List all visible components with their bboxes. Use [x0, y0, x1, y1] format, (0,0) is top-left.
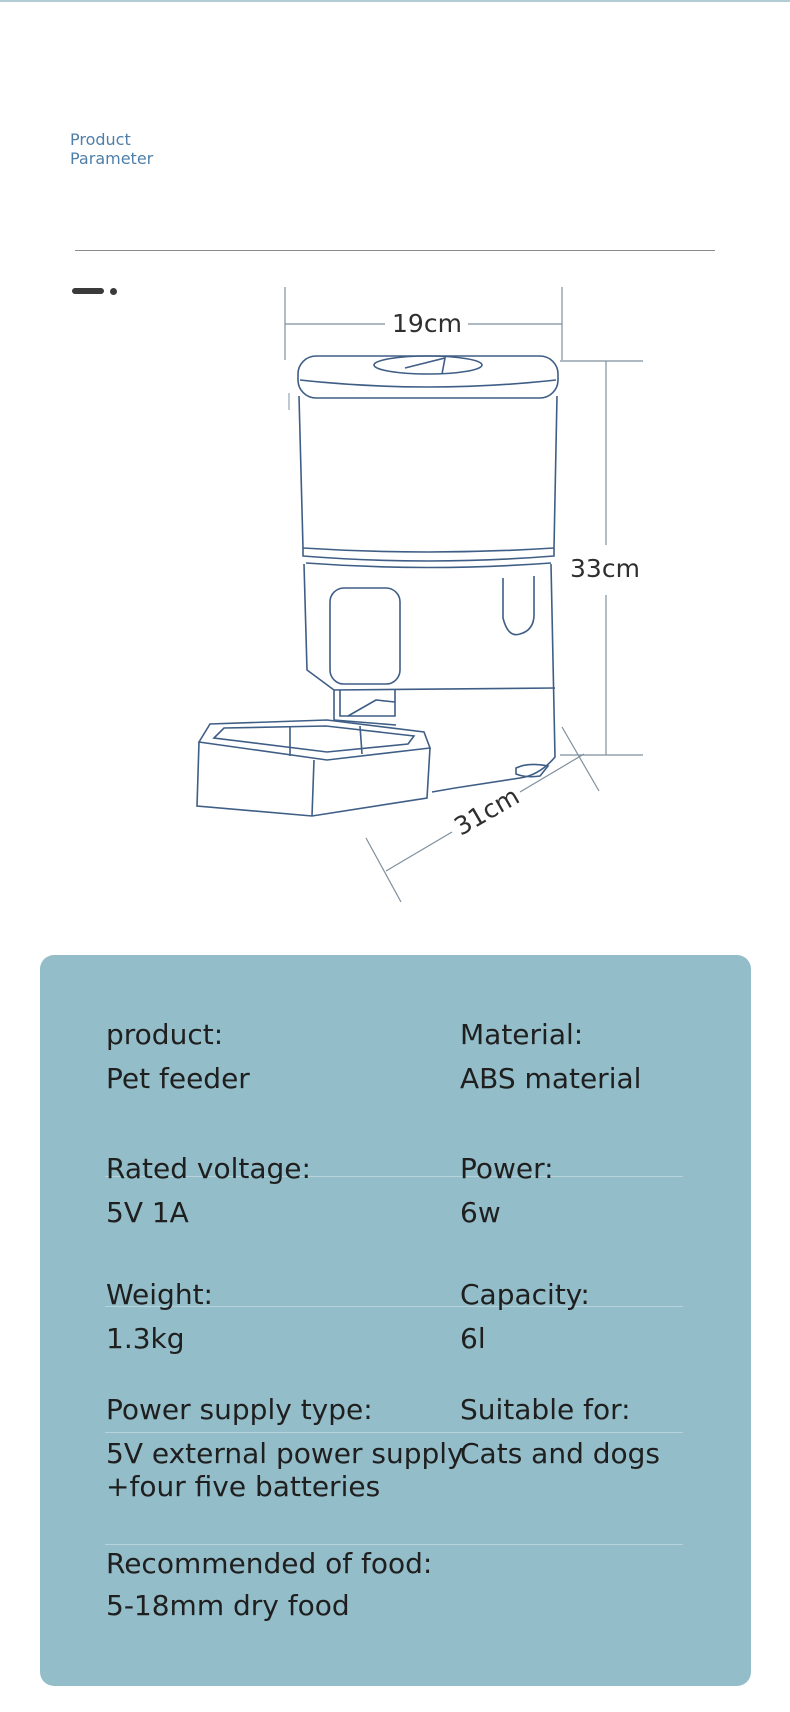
parameter-panel: product: Pet feeder Material: ABS materi… — [40, 955, 751, 1686]
row-separator — [105, 1432, 683, 1433]
decorative-dash — [72, 288, 104, 294]
param-weight: Weight: 1.3kg — [106, 1278, 213, 1355]
param-value: Cats and dogs — [460, 1437, 661, 1470]
param-value: 5-18mm dry food — [106, 1589, 350, 1622]
width-dimension-label: 19cm — [392, 309, 462, 338]
param-label: Suitable for: — [460, 1393, 631, 1426]
section-title-line2: Parameter — [70, 149, 154, 168]
param-recommended-food: Recommended of food: 5-18mm dry food — [106, 1547, 432, 1622]
section-title: Product Parameter — [70, 130, 153, 168]
row-separator — [105, 1544, 683, 1545]
param-value: 5V 1A — [106, 1196, 189, 1229]
feeder-outline — [196, 355, 559, 817]
param-label: Weight: — [106, 1278, 213, 1311]
param-label: product: — [106, 1018, 224, 1051]
param-label: Power: — [460, 1152, 554, 1185]
param-value: 1.3kg — [106, 1322, 185, 1355]
row-separator — [105, 1306, 683, 1307]
param-product: product: Pet feeder — [106, 1018, 250, 1095]
param-value: 6l — [460, 1322, 486, 1355]
param-label: Rated voltage: — [106, 1152, 311, 1185]
param-capacity: Capacity: 6l — [460, 1278, 590, 1355]
depth-dimension-label: 31cm — [449, 781, 524, 841]
section-divider — [75, 250, 715, 251]
param-value: Pet feeder — [106, 1062, 250, 1095]
decorative-dot — [110, 288, 117, 295]
top-rule — [0, 0, 790, 2]
dimension-lines — [284, 287, 643, 903]
param-label: Power supply type: — [106, 1393, 373, 1426]
height-dimension-label: 33cm — [570, 554, 640, 583]
param-label: Recommended of food: — [106, 1547, 433, 1580]
section-title-line1: Product — [70, 130, 131, 149]
param-value-line2: +four five batteries — [106, 1470, 381, 1503]
param-row-product-material: product: Pet feeder Material: ABS materi… — [105, 1018, 683, 1177]
product-dimension-diagram: 19cm 33cm 31cm — [196, 287, 643, 903]
param-label: Capacity: — [460, 1278, 590, 1311]
param-power: Power: 6w — [460, 1152, 554, 1229]
param-value: ABS material — [460, 1062, 642, 1095]
param-rated-voltage: Rated voltage: 5V 1A — [106, 1152, 311, 1229]
row-separator — [105, 1176, 683, 1177]
param-material: Material: ABS material — [460, 1018, 641, 1095]
param-value: 5V external power supply — [106, 1437, 464, 1470]
param-value: 6w — [460, 1196, 501, 1229]
param-label: Material: — [460, 1018, 584, 1051]
param-power-supply-type: Power supply type: 5V external power sup… — [106, 1393, 464, 1503]
param-suitable-for: Suitable for: Cats and dogs — [460, 1393, 660, 1470]
